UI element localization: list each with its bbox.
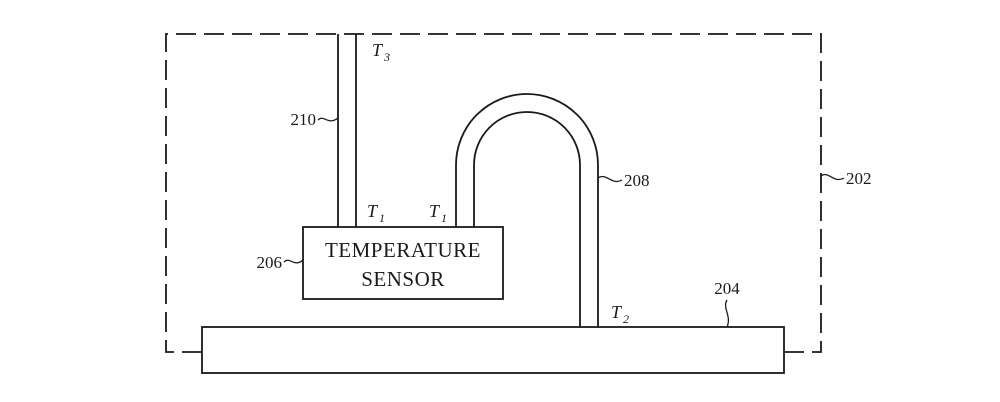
svg-text:T: T [429,201,441,221]
leader-204 [724,299,730,328]
temperature-sensor-box [302,226,504,300]
ref-204: 204 [714,279,740,298]
temp-label-t1-left: T 1 [367,201,385,225]
ref-202: 202 [846,169,872,188]
svg-text:1: 1 [379,211,385,225]
svg-text:T: T [611,302,623,322]
temp-label-t2: T 2 [611,302,629,326]
loop-pipe-inner-wall [473,111,581,327]
svg-text:1: 1 [441,211,447,225]
temp-label-t3: T 3 [372,40,390,64]
temp-label-t1-right: T 1 [429,201,447,225]
enclosure-202 [165,33,822,353]
ref-206: 206 [257,253,283,272]
sensor-label-line1: TEMPERATURE [325,238,481,262]
leader-208 [597,175,623,183]
leader-206 [283,259,304,264]
svg-text:2: 2 [623,312,629,326]
svg-text:3: 3 [383,50,390,64]
svg-text:T: T [367,201,379,221]
loop-pipe-outer-wall [455,93,599,327]
svg-text:T: T [372,40,384,60]
sensor-label-line2: SENSOR [361,267,445,291]
ref-210: 210 [291,110,317,129]
base-204 [201,326,785,374]
leader-210 [317,117,339,122]
ref-208: 208 [624,171,650,190]
leader-202 [820,173,845,181]
